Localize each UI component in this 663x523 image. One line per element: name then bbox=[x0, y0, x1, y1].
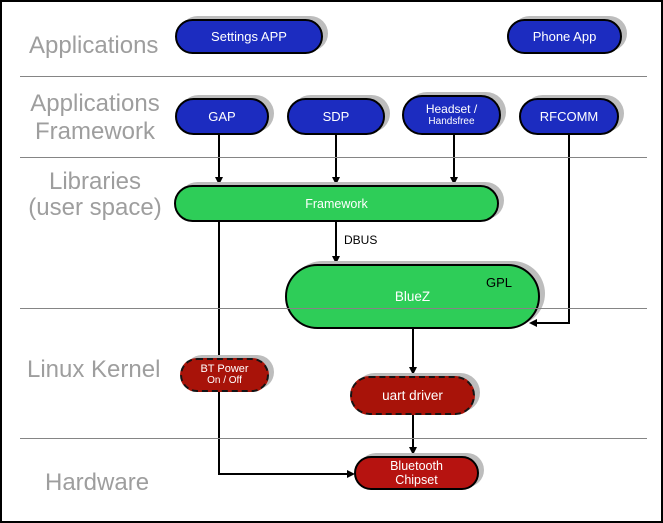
arrowhead-framework-to-bluez bbox=[332, 256, 340, 264]
arrowhead-rfcomm-to-bluez bbox=[529, 319, 537, 327]
node-uart-driver: uart driver bbox=[350, 376, 475, 415]
node-label-line: BT Power bbox=[200, 363, 249, 375]
node-gap: GAP bbox=[175, 98, 269, 135]
node-bluez: GPL BlueZ bbox=[285, 264, 540, 329]
node-sdp: SDP bbox=[287, 98, 385, 135]
divider-applications bbox=[20, 76, 647, 77]
node-label: GAP bbox=[208, 109, 236, 124]
arrowhead-bluez-to-uart bbox=[409, 367, 417, 375]
node-label: uart driver bbox=[382, 388, 443, 403]
layer-label-applications-framework: Applications Framework bbox=[24, 90, 166, 146]
arrowhead-uart-to-chipset bbox=[409, 447, 417, 455]
layer-label-line: Framework bbox=[34, 118, 155, 145]
divider-framework bbox=[20, 157, 647, 158]
arrowhead-framework-to-chipset bbox=[347, 470, 355, 478]
edge-headset-to-framework bbox=[453, 135, 455, 178]
divider-kernel bbox=[20, 438, 647, 439]
edge-uart-to-chipset bbox=[412, 415, 414, 449]
edge-bluez-to-uart bbox=[412, 329, 414, 369]
layer-label-line: Libraries bbox=[48, 168, 142, 195]
node-bt-power-on-off: BT Power On / Off bbox=[180, 358, 269, 392]
edge-framework-to-chipset bbox=[218, 473, 348, 475]
layer-label-line: Applications bbox=[30, 90, 160, 117]
layer-label-line: (user space) bbox=[28, 194, 162, 221]
edge-label-dbus: DBUS bbox=[344, 233, 378, 247]
node-label: Framework bbox=[305, 196, 368, 211]
node-label: Phone App bbox=[532, 29, 597, 44]
node-label: BlueZ bbox=[394, 289, 431, 304]
node-label: RFCOMM bbox=[539, 109, 599, 124]
edge-rfcomm-to-bluez bbox=[536, 322, 570, 324]
arrowhead-sdp-to-framework bbox=[332, 177, 340, 185]
node-settings-app: Settings APP bbox=[175, 19, 323, 54]
edge-sdp-to-framework bbox=[335, 135, 337, 178]
node-label-line: Handsfree bbox=[428, 116, 475, 127]
node-label-line: Bluetooth bbox=[390, 459, 443, 473]
gpl-license-badge: GPL bbox=[485, 275, 512, 290]
node-label: SDP bbox=[322, 109, 350, 124]
edge-rfcomm-down bbox=[568, 135, 570, 324]
node-label-line: On / Off bbox=[207, 375, 242, 386]
layer-label-libraries-user-space: Libraries (user space) bbox=[20, 169, 170, 221]
node-label: Settings APP bbox=[211, 29, 287, 44]
edge-framework-to-bluez bbox=[335, 222, 337, 257]
layer-label-linux-kernel: Linux Kernel bbox=[27, 356, 161, 383]
edge-framework-down bbox=[218, 222, 220, 474]
arrowhead-gap-to-framework bbox=[215, 177, 223, 185]
node-headset-handsfree: Headset / Handsfree bbox=[402, 95, 501, 135]
node-label-line: Chipset bbox=[395, 473, 438, 487]
node-phone-app: Phone App bbox=[507, 19, 622, 54]
divider-libraries bbox=[20, 308, 647, 309]
node-bluetooth-chipset: Bluetooth Chipset bbox=[354, 456, 479, 490]
node-framework: Framework bbox=[174, 185, 499, 222]
arrowhead-headset-to-framework bbox=[450, 177, 458, 185]
layer-label-hardware: Hardware bbox=[45, 469, 150, 496]
edge-gap-to-framework bbox=[218, 135, 220, 178]
node-rfcomm: RFCOMM bbox=[519, 98, 619, 135]
node-label-line: Headset / bbox=[425, 102, 478, 116]
layer-label-applications: Applications bbox=[29, 32, 159, 59]
